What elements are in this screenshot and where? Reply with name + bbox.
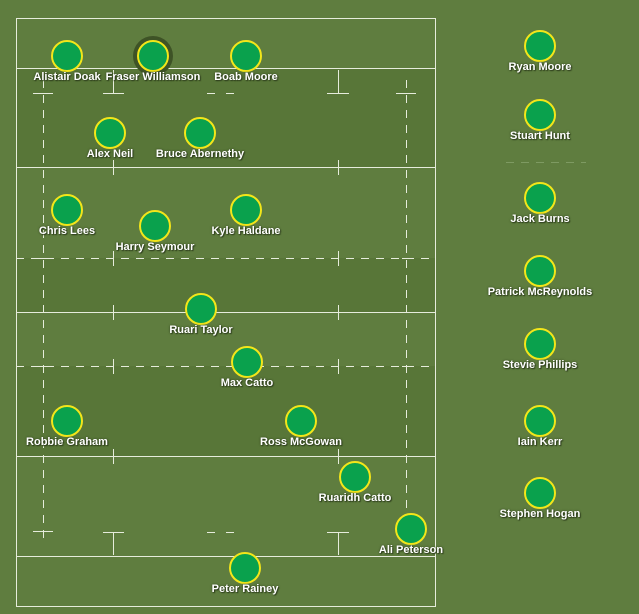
player-name: Chris Lees xyxy=(38,225,96,237)
player-dot[interactable] xyxy=(524,405,556,437)
player-name: Ali Peterson xyxy=(378,544,444,556)
player-name: Ruari Taylor xyxy=(169,324,233,336)
player-name: Alex Neil xyxy=(86,148,134,160)
player-dot[interactable] xyxy=(285,405,317,437)
player-dot[interactable] xyxy=(230,194,262,226)
player-name: Harry Seymour xyxy=(115,241,195,253)
player-name: Ryan Moore xyxy=(508,61,572,73)
player-dot[interactable] xyxy=(524,477,556,509)
player-dot[interactable] xyxy=(230,40,262,72)
player-dot[interactable] xyxy=(524,255,556,287)
player-name: Ross McGowan xyxy=(260,436,342,448)
player-name: Bruce Abernethy xyxy=(155,148,245,160)
player-name: Stuart Hunt xyxy=(510,130,570,142)
player-dot[interactable] xyxy=(51,405,83,437)
player-dot[interactable] xyxy=(339,461,371,493)
player-dot[interactable] xyxy=(524,30,556,62)
player-name: Ruaridh Catto xyxy=(318,492,392,504)
player-dot[interactable] xyxy=(139,210,171,242)
player-dot[interactable] xyxy=(395,513,427,545)
player-name: Stephen Hogan xyxy=(499,508,581,520)
player-dot[interactable] xyxy=(524,99,556,131)
pitch-marks xyxy=(33,70,416,555)
player-name: Max Catto xyxy=(220,377,274,389)
player-dot[interactable] xyxy=(231,346,263,378)
player-name: Kyle Haldane xyxy=(211,225,281,237)
player-dot[interactable] xyxy=(184,117,216,149)
player-name: Fraser Williamson xyxy=(105,71,201,83)
player-dot[interactable] xyxy=(229,552,261,584)
player-dot[interactable] xyxy=(524,182,556,214)
player-name: Boab Moore xyxy=(214,71,278,83)
player-dot[interactable] xyxy=(524,328,556,360)
player-dot[interactable] xyxy=(51,40,83,72)
player-dot[interactable] xyxy=(185,293,217,325)
player-dot[interactable] xyxy=(137,40,169,72)
player-name: Patrick McReynolds xyxy=(487,286,593,298)
player-name: Robbie Graham xyxy=(26,436,108,448)
player-name: Jack Burns xyxy=(510,213,570,225)
pitch-bands xyxy=(16,68,436,456)
player-name: Alistair Doak xyxy=(33,71,101,83)
player-dot[interactable] xyxy=(94,117,126,149)
player-dot[interactable] xyxy=(51,194,83,226)
player-name: Peter Rainey xyxy=(211,583,279,595)
player-name: Iain Kerr xyxy=(517,436,563,448)
player-name: Stevie Phillips xyxy=(502,359,578,371)
